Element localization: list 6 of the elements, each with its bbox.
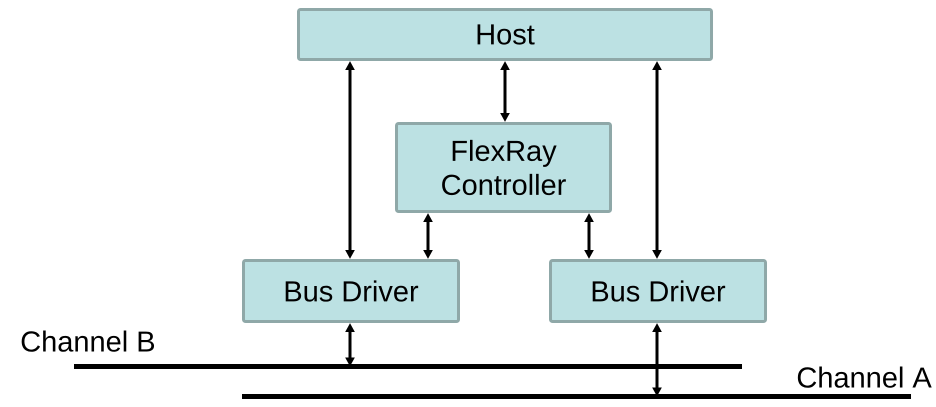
process-box: Bus Driver xyxy=(242,259,460,323)
channel-label: Channel A xyxy=(798,366,932,388)
channel-label: Channel B xyxy=(22,330,154,352)
process-box: FlexRay Controller xyxy=(395,122,612,213)
process-box: Bus Driver xyxy=(549,259,767,323)
process-box: Host xyxy=(297,8,713,61)
